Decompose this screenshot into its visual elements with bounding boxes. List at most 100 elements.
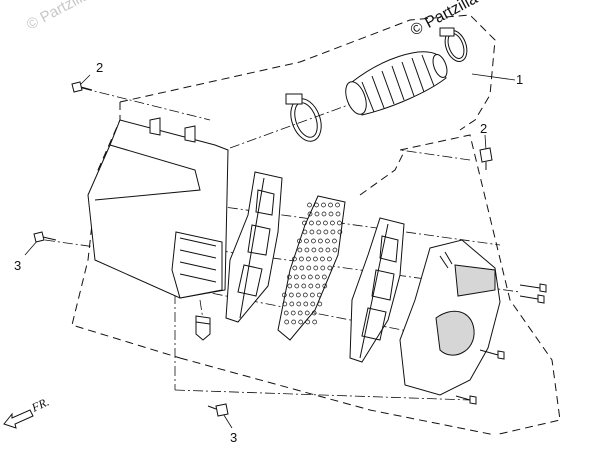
foam-hole (320, 256, 325, 262)
foam-hole (303, 301, 309, 307)
foam-hole (306, 256, 311, 262)
foam-hole (310, 301, 316, 307)
foam-hole (287, 283, 293, 289)
callout-2-top: 2 (96, 60, 103, 75)
foam-hole (292, 265, 298, 271)
filter-foam-element (277, 195, 346, 341)
hose-clamp-small (439, 27, 468, 62)
filter-cage-right (349, 217, 405, 363)
foam-hole (315, 283, 321, 289)
foam-hole (337, 220, 342, 226)
foam-hole (283, 310, 289, 316)
front-direction-arrow (3, 409, 34, 429)
foam-hole (311, 310, 317, 316)
foam-hole (286, 274, 292, 280)
foam-hole (290, 310, 296, 316)
foam-hole (314, 211, 320, 217)
foam-hole (322, 283, 328, 289)
foam-hole (289, 301, 295, 307)
callout-1: 1 (516, 72, 523, 87)
foam-hole (299, 265, 305, 271)
foam-hole (293, 274, 299, 280)
foam-hole (309, 292, 315, 298)
foam-hole (314, 202, 319, 208)
foam-hole (320, 265, 326, 271)
foam-hole (316, 292, 322, 298)
foam-hole (337, 229, 343, 235)
foam-hole (296, 301, 302, 307)
foam-hole (288, 292, 294, 298)
foam-hole (294, 283, 300, 289)
watermark-faint: © Partzilla (24, 0, 93, 34)
filter-cage-left (225, 171, 283, 323)
foam-hole (299, 256, 304, 262)
bolt-top-left (71, 81, 93, 93)
foam-hole (307, 202, 312, 208)
foam-hole (282, 301, 288, 307)
foam-hole (314, 274, 320, 280)
callout-3-left: 3 (14, 258, 21, 273)
foam-hole (330, 229, 336, 235)
foam-hole (302, 220, 307, 226)
foam-hole (281, 292, 287, 298)
foam-hole (316, 220, 321, 226)
foam-hole (295, 292, 301, 298)
callout-leaders (24, 73, 516, 429)
foam-hole (301, 283, 307, 289)
foam-hole (323, 229, 329, 235)
foam-hole (321, 202, 326, 208)
foam-hole (332, 238, 337, 244)
foam-hole (308, 283, 314, 289)
airbox-housing (87, 117, 229, 299)
airbox-cover (399, 239, 501, 396)
foam-hole (327, 256, 332, 262)
foam-hole (328, 211, 334, 217)
callout-2-right: 2 (480, 121, 487, 136)
foam-hole (335, 202, 340, 208)
foam-hole (318, 247, 324, 253)
foam-hole (330, 220, 335, 226)
bolt-right (479, 147, 493, 170)
foam-hole (297, 310, 303, 316)
foam-hole (302, 292, 308, 298)
foam-hole (300, 274, 306, 280)
foam-hole (318, 238, 323, 244)
foam-hole (321, 211, 327, 217)
foam-hole (302, 229, 308, 235)
foam-hole (297, 247, 303, 253)
foam-hole (316, 229, 322, 235)
foam-hole (311, 247, 317, 253)
foam-hole (312, 319, 318, 325)
foam-hole (306, 265, 312, 271)
foam-hole (332, 247, 338, 253)
foam-hole (311, 238, 316, 244)
foam-hole (304, 310, 310, 316)
foam-hole (317, 301, 323, 307)
foam-hole (307, 274, 313, 280)
foam-hole (284, 319, 290, 325)
foam-hole (335, 211, 341, 217)
foam-hole (305, 319, 311, 325)
front-direction-label: FR. (28, 395, 51, 416)
foam-hole (307, 211, 313, 217)
foam-hole (321, 274, 327, 280)
foam-hole (327, 265, 333, 271)
foam-hole (325, 247, 331, 253)
bolt-left (33, 231, 57, 243)
bolt-bottom (207, 403, 229, 417)
foam-hole (298, 319, 304, 325)
cover-screws (455, 283, 547, 405)
foam-hole (291, 319, 297, 325)
intake-boot (345, 51, 448, 116)
foam-hole (328, 202, 333, 208)
hose-clamp-large (285, 93, 322, 142)
foam-hole (323, 220, 328, 226)
foam-hole (313, 265, 319, 271)
foam-hole (304, 238, 309, 244)
foam-hole (292, 256, 297, 262)
foam-hole (304, 247, 310, 253)
drain-plug (195, 315, 211, 341)
foam-hole (297, 238, 302, 244)
foam-hole (325, 238, 330, 244)
